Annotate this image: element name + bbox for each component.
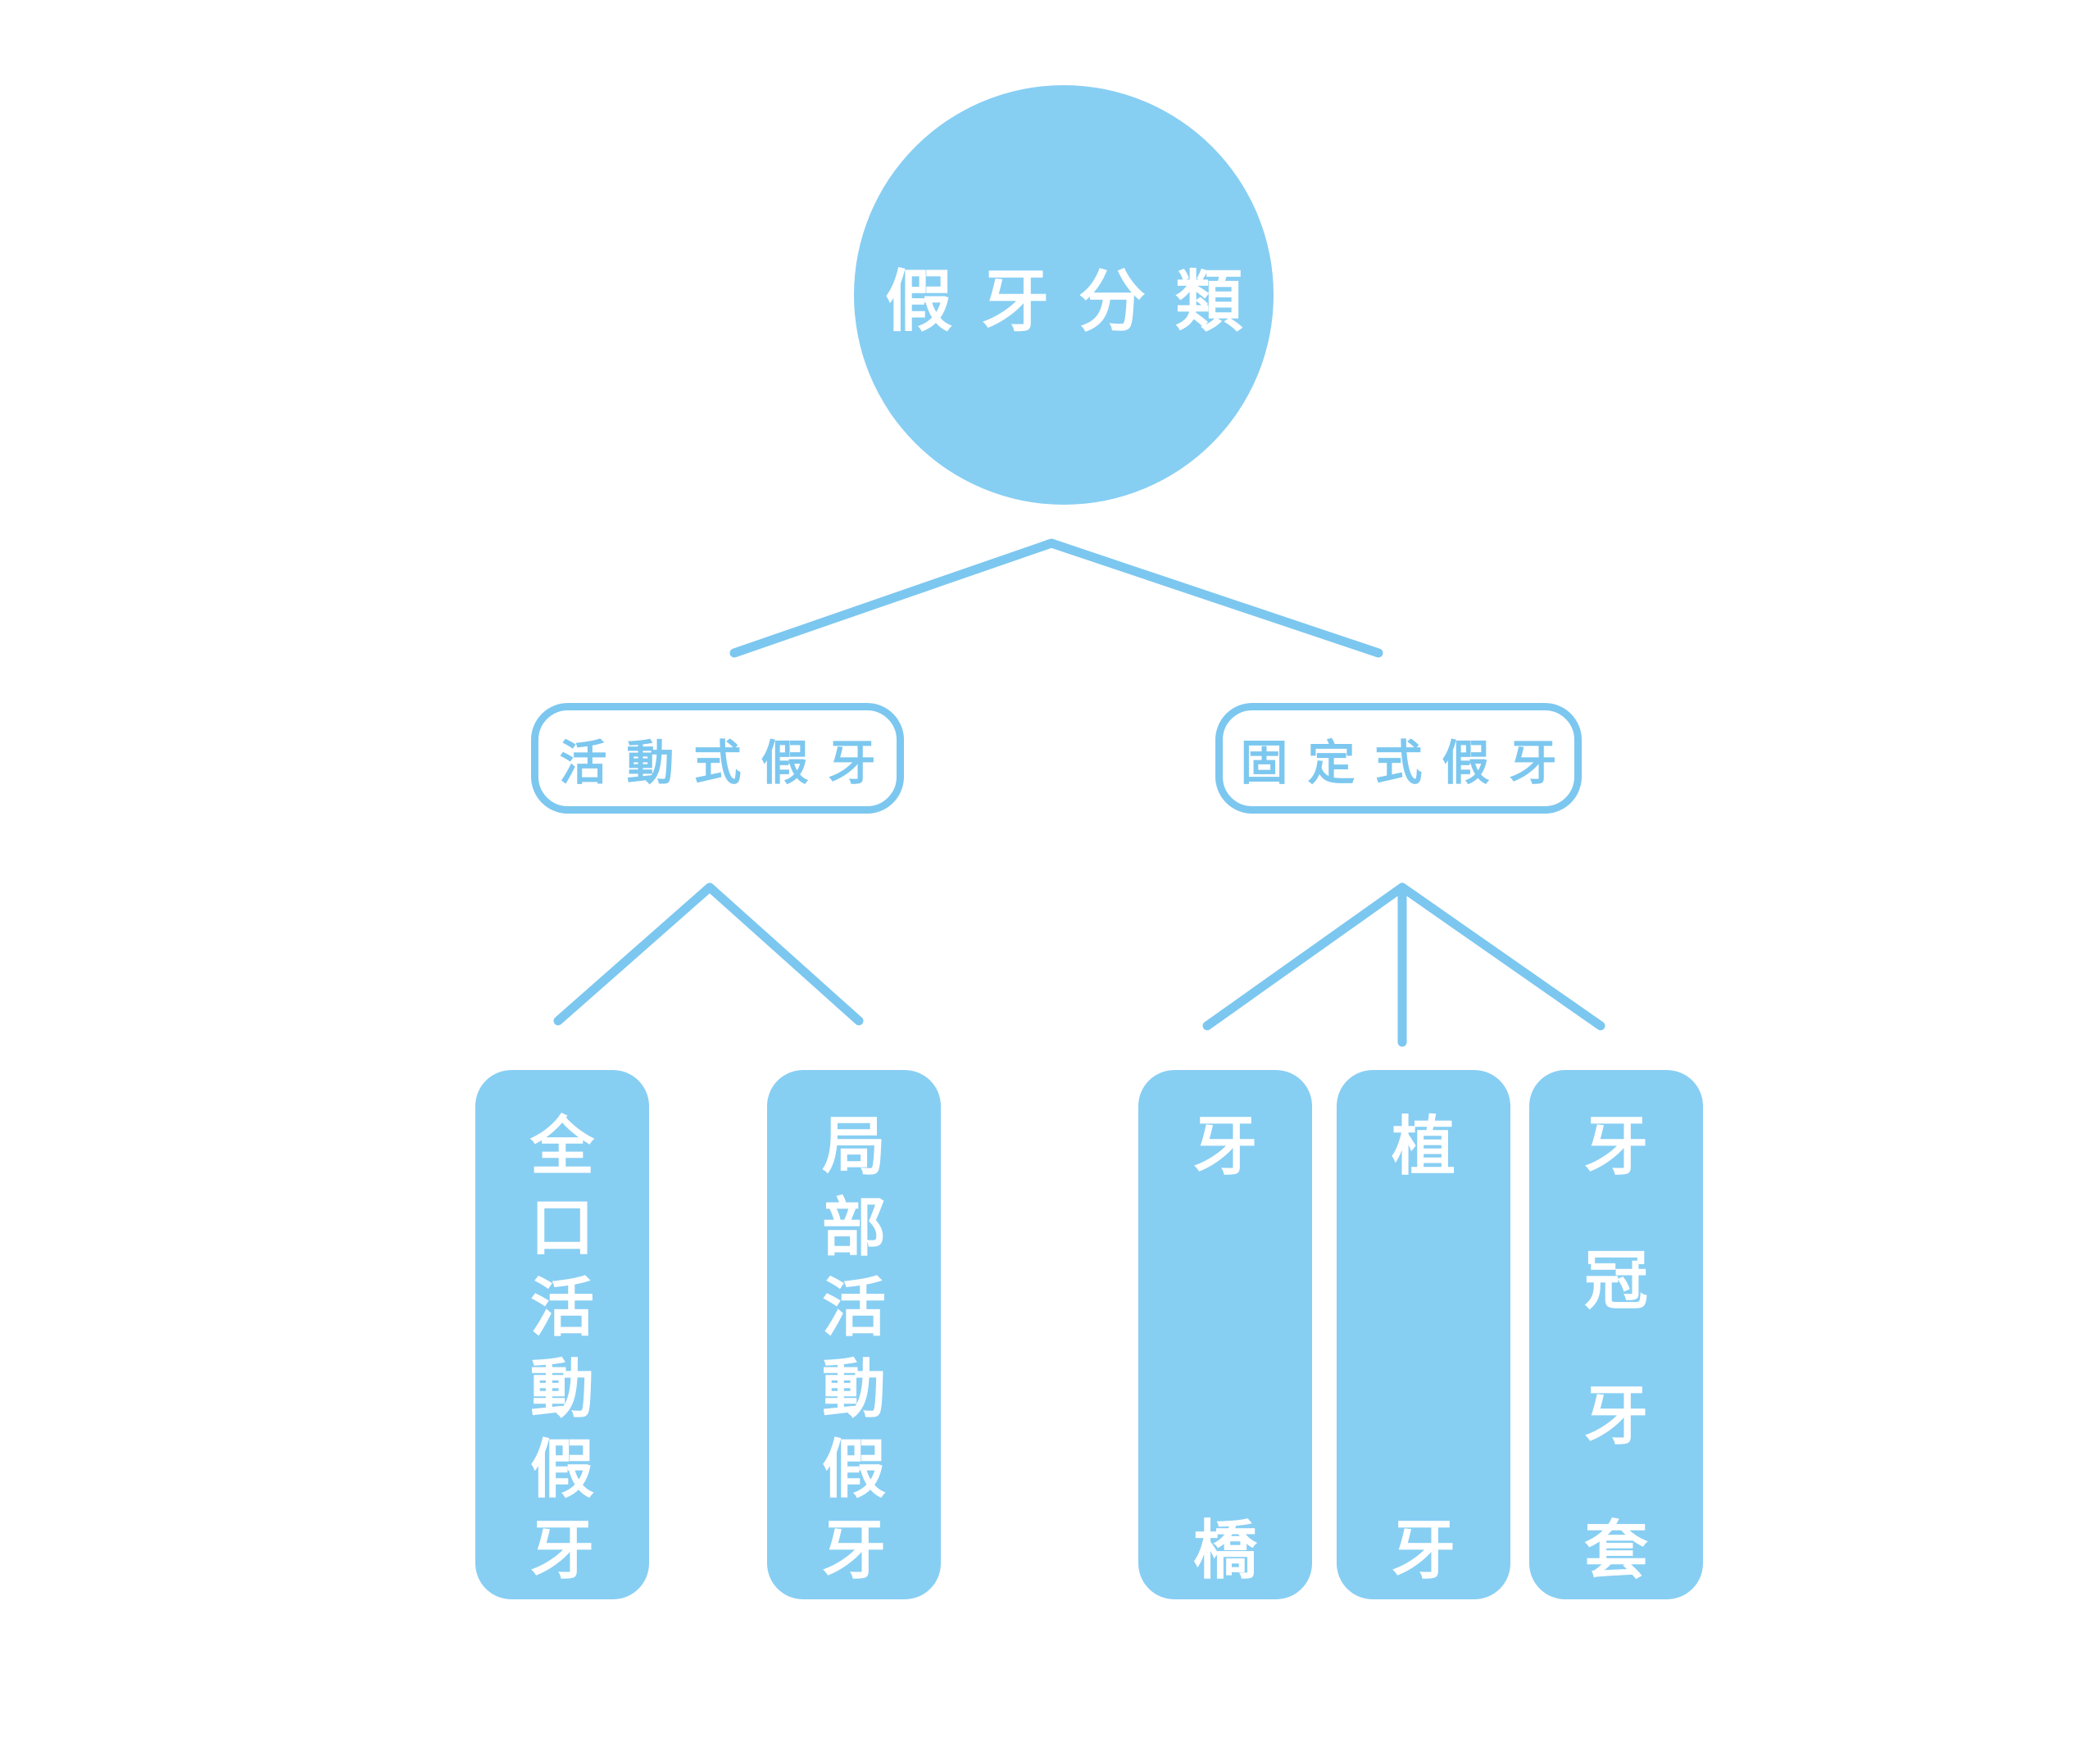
node-partial-removable-denture: 局 部 活 動 假 牙: [767, 1070, 941, 1599]
pill-char: 全: [529, 1110, 594, 1184]
node-full-mouth-removable-denture: 全 口 活 動 假 牙: [475, 1070, 649, 1599]
connector-removable-to-children: [553, 882, 864, 1026]
node-dental-implant: 植 牙: [1337, 1070, 1510, 1599]
node-dental-bridge: 牙 橋: [1138, 1070, 1312, 1599]
root-node-circle: 假牙分類: [854, 85, 1274, 505]
fixed-denture-label: 固定式假牙: [1240, 734, 1577, 791]
root-node-label: 假牙分類: [884, 262, 1272, 341]
pill-char: 橋: [1192, 1514, 1257, 1588]
pill-char: 動: [821, 1352, 886, 1426]
node-dental-crown: 牙 冠 牙 套: [1529, 1070, 1703, 1599]
pill-char: 冠: [1583, 1245, 1648, 1319]
pill-char: 植: [1391, 1110, 1455, 1184]
pill-char: 部: [821, 1190, 886, 1265]
pill-char: 牙: [1391, 1514, 1455, 1588]
pill-char: 局: [821, 1110, 886, 1184]
pill-char: 活: [821, 1272, 886, 1346]
pill-char: 動: [529, 1352, 594, 1426]
pill-char: 牙: [821, 1513, 886, 1588]
pill-char: 假: [821, 1433, 886, 1508]
pill-char: 牙: [529, 1513, 594, 1588]
node-removable-denture: 活動式假牙: [531, 703, 904, 814]
node-fixed-denture: 固定式假牙: [1215, 703, 1582, 814]
pill-char: 牙: [1583, 1379, 1648, 1453]
pill-char: 牙: [1192, 1110, 1257, 1184]
pill-char: 套: [1583, 1513, 1648, 1588]
pill-char: 活: [529, 1272, 594, 1346]
removable-denture-label: 活動式假牙: [559, 734, 896, 791]
pill-char: 口: [529, 1190, 594, 1265]
pill-char: 假: [529, 1433, 594, 1508]
pill-char: 牙: [1583, 1110, 1648, 1184]
connector-root-to-level1: [729, 538, 1383, 658]
